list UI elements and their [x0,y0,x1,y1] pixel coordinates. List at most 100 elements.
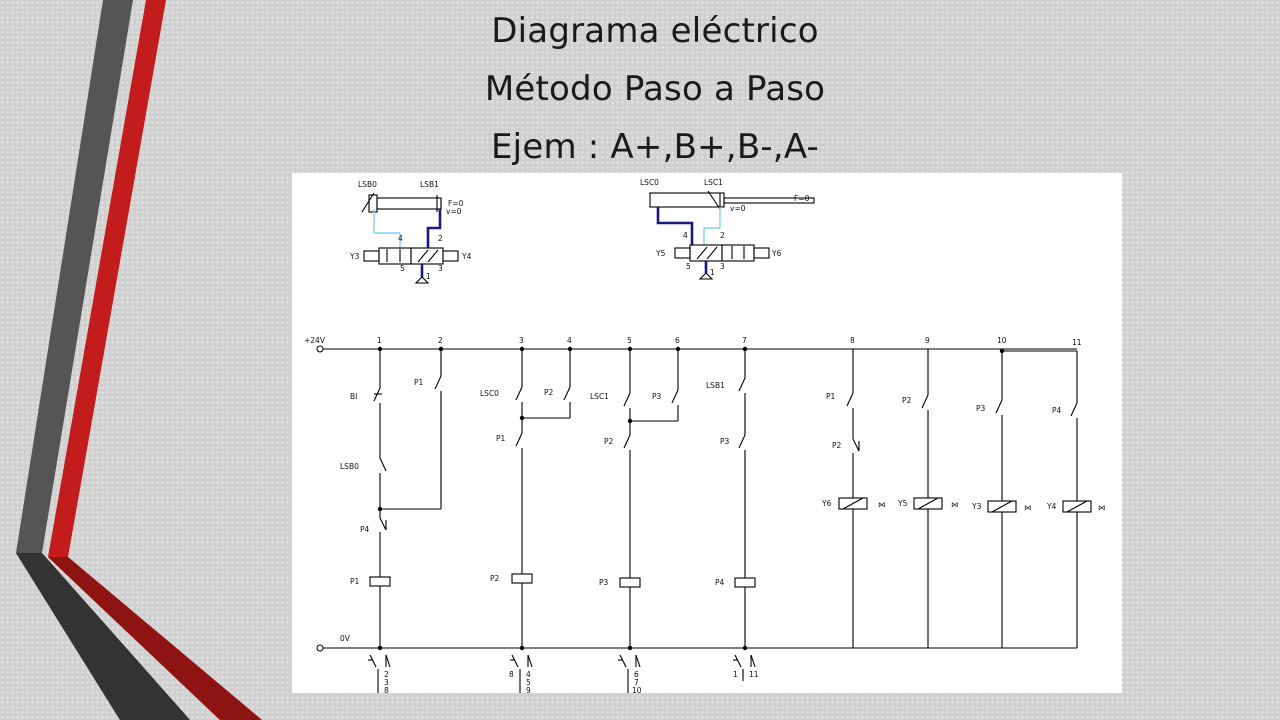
contact-p1-label: P1 [496,434,506,443]
port-4-label: 4 [683,231,688,240]
contact-p3-label: P3 [976,404,986,413]
rung-y6: ⋈ P1 P2 Y6 [821,349,886,648]
col-number: 10 [997,336,1007,345]
rung-y4: ⋈ P4 Y4 [1002,350,1106,648]
col-number: 1 [377,336,382,345]
ladder-diagram: +24V 0V 1 2 3 4 5 6 7 8 9 10 11 [304,336,1106,693]
speed-label-a: v=0 [446,207,462,216]
port-1-label: 1 [710,268,715,277]
contact-lsb1-label: LSB1 [706,381,725,390]
relay-coil-p4 [734,577,756,588]
xref-number: 1 [733,670,738,679]
force-label-a: F=0 [448,199,464,208]
coil-y5-label: Y5 [897,499,908,508]
contact-p4-label: P4 [1052,406,1062,415]
red-ribbon-lower-shade [48,557,262,720]
sensor-lsc1-label: LSC1 [704,178,723,187]
cross-reference-p1: 2 3 8 [368,654,391,693]
col-number: 7 [742,336,747,345]
valve-icon: ⋈ [1024,503,1032,512]
xref-number: 10 [632,686,642,693]
xref-number: 8 [509,670,514,679]
coil-p2-label: P2 [490,574,500,583]
valve-b-y5-label: Y5 [655,249,666,258]
coil-p1-label: P1 [350,577,360,586]
xref-number: 8 [384,686,389,693]
valve-icon: ⋈ [1098,503,1106,512]
port-3-label: 3 [438,264,443,273]
rung-p3: LSC1 P3 P2 P3 [590,349,679,648]
dark-ribbon [16,0,190,720]
cylinder-b-rod [723,197,815,204]
contact-lsc0-label: LSC0 [480,389,499,398]
solenoid-y3-symbol [363,250,380,262]
xref-number: 2 [384,670,389,679]
force-label-b: F=0 [794,194,810,203]
valve-icon: ⋈ [951,500,959,509]
xref-number: 6 [634,670,639,679]
port-5-label: 5 [400,264,405,273]
rung-y5: ⋈ P2 Y5 [897,349,959,648]
port-1-label: 1 [426,272,431,281]
xref-number: 5 [526,678,531,687]
solenoid-y4-symbol [442,250,459,262]
coil-y6-label: Y6 [821,499,832,508]
valve-a-y4-label: Y4 [461,252,472,261]
col-number: 3 [519,336,524,345]
col-number: 5 [627,336,632,345]
cylinder-a-end-cap [368,194,378,213]
decorative-ribbons [16,0,262,720]
title-line-2: Método Paso a Paso [484,69,826,109]
col-number: 2 [438,336,443,345]
col-number: 11 [1072,338,1082,347]
coil-p4-label: P4 [715,578,725,587]
sensor-lsb0-label: LSB0 [358,180,377,189]
xref-number: 3 [384,678,389,687]
coil-y3-label: Y3 [971,502,982,511]
sensor-lsb1-label: LSB1 [420,180,439,189]
ground-label: 0V [340,634,351,643]
contact-p2-label: P2 [544,388,554,397]
rung-p1: BI P1 LSB0 P4 P1 [340,349,442,648]
col-number: 6 [675,336,680,345]
cylinder-b-body [649,192,725,208]
cylinder-a-body [376,197,442,210]
pneumatic-circuit-b: LSC0 LSC1 F=0 v=0 Y5 Y6 4 2 5 3 1 [640,178,815,280]
red-ribbon [48,0,262,720]
xref-number: 7 [634,678,639,687]
solenoid-y5-symbol [674,247,691,259]
xref-number: 11 [749,670,759,679]
title-line-3: Ejem : A+,B+,B-,A- [491,127,819,167]
rung-y3: ⋈ P3 Y3 [971,351,1032,648]
contact-p1-label: P1 [414,378,424,387]
contact-p3-label: P3 [720,437,730,446]
cross-reference-p2: 8 4 5 9 [509,654,533,693]
valve-a-y3-label: Y3 [349,252,360,261]
contact-p2-label: P2 [604,437,614,446]
solenoid-y6-symbol [753,247,770,259]
contact-bi-label: BI [350,392,357,401]
contact-p2-label: P2 [832,441,842,450]
contact-p2-label: P2 [902,396,912,405]
dark-ribbon-lower-shade [16,553,190,720]
col-number: 9 [925,336,930,345]
electrical-diagram: LSB0 LSB1 F=0 v=0 Y3 Y4 4 2 5 3 1 LSC0 L… [292,173,1122,693]
contact-lsc1-label: LSC1 [590,392,609,401]
port-2-label: 2 [720,231,725,240]
xref-number: 4 [526,670,531,679]
contact-p3-label: P3 [652,392,662,401]
contact-p4-label: P4 [360,525,370,534]
port-3-label: 3 [720,262,725,271]
relay-coil-p1 [369,576,391,587]
supply-label: +24V [304,336,326,345]
xref-number: 9 [526,686,531,693]
title-line-1: Diagrama eléctrico [491,11,819,51]
relay-coil-p2 [511,573,533,584]
valve-icon: ⋈ [878,500,886,509]
relay-coil-p3 [619,577,641,588]
port-2-label: 2 [438,234,443,243]
cross-reference-p3: 6 7 10 [618,654,642,693]
rung-p4: LSB1 P3 P4 [706,349,756,648]
rung-p2: LSC0 P2 P1 P2 [480,349,571,648]
port-5-label: 5 [686,262,691,271]
